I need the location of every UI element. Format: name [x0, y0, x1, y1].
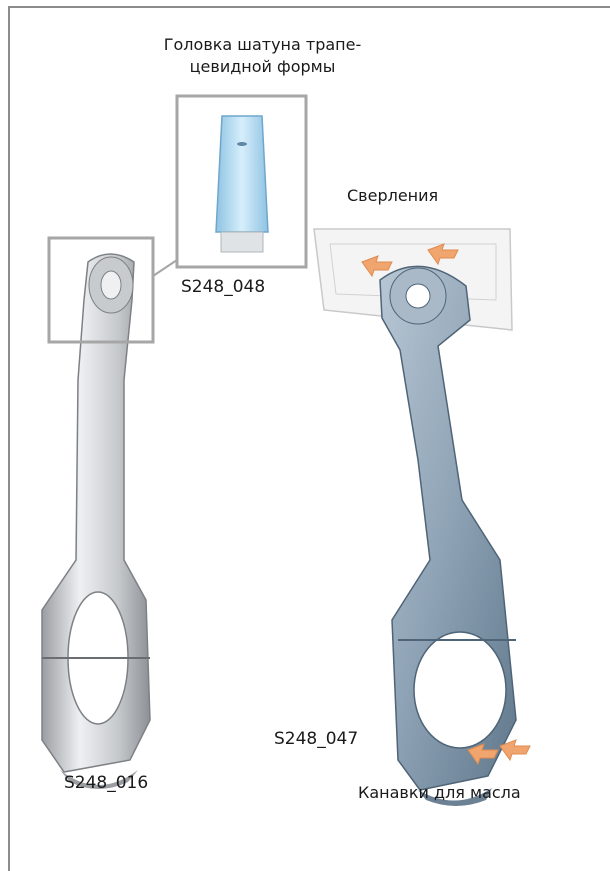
detail-code-label: S248_048 — [181, 276, 265, 298]
drillings-label: Сверления — [347, 185, 438, 207]
left-rod-code-label: S248_016 — [64, 772, 148, 794]
callout-connector — [153, 260, 177, 276]
right-rod-code-label: S248_047 — [274, 728, 358, 750]
trapezoid-head-detail — [216, 116, 268, 252]
right-connecting-rod — [380, 266, 516, 806]
oil-grooves-label: Канавки для масла — [358, 782, 521, 804]
left-connecting-rod — [42, 254, 150, 789]
